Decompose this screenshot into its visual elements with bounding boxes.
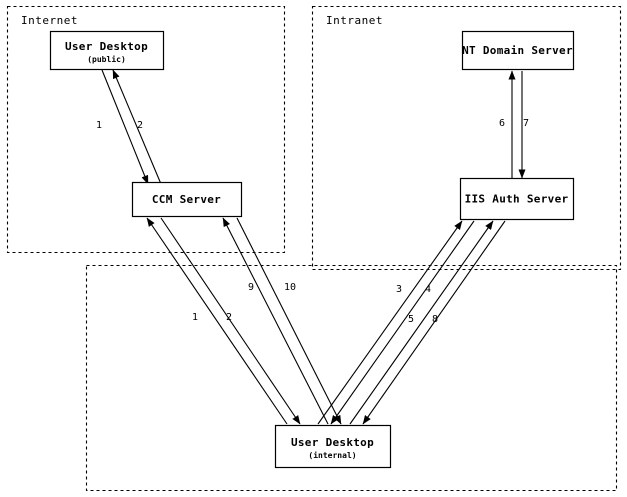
node-nt-domain-server[interactable]: NT Domain Server [461, 30, 575, 71]
step-label-flow-4: 4 [425, 284, 431, 295]
step-label-flow-1-public: 1 [96, 120, 102, 131]
step-label-flow-2-public: 2 [137, 120, 143, 131]
step-label-flow-9: 9 [248, 282, 254, 293]
node-box-nt-domain-server [461, 30, 575, 71]
zone-boundary-lan [85, 264, 618, 492]
step-label-flow-2-internal: 2 [226, 312, 232, 323]
flow-line-seg-1-internal [146, 217, 288, 425]
node-title-ccm-server: CCM Server [152, 193, 221, 206]
flow-line-seg-8 [362, 220, 506, 425]
step-label-flow-3: 3 [396, 284, 402, 295]
node-title-iis-auth-server: IIS Auth Server [465, 193, 569, 206]
step-label-flow-10: 10 [284, 282, 296, 293]
step-label-flow-1-internal: 1 [192, 312, 198, 323]
node-subtitle-user-desktop-public: (public) [87, 54, 126, 64]
node-title-nt-domain-server: NT Domain Server [462, 44, 573, 57]
zone-boundary-internet [6, 5, 286, 254]
step-label-flow-5: 5 [408, 314, 414, 325]
node-box-user-desktop-public [49, 30, 165, 71]
step-label-flow-6: 6 [499, 118, 505, 129]
node-user-desktop-public[interactable]: User Desktop(public) [49, 30, 165, 71]
flow-lines [101, 69, 526, 425]
zone-label-internet: Internet [21, 14, 78, 27]
node-box-ccm-server [131, 181, 243, 218]
step-number-labels: 1 2 1 2 3 4 5 8 6 7 9 10 [96, 118, 529, 325]
flow-line-seg-10 [236, 217, 342, 425]
node-box-user-desktop-internal [274, 424, 392, 469]
step-label-flow-8: 8 [432, 314, 438, 325]
node-box-iis-auth-server [459, 177, 575, 221]
node-title-user-desktop-public: User Desktop [65, 40, 148, 53]
flow-line-seg-1-public [101, 69, 149, 185]
flow-line-seg-3 [317, 220, 463, 425]
node-user-desktop-internal[interactable]: User Desktop(internal) [274, 424, 392, 469]
flow-line-seg-2-public [112, 69, 162, 185]
flow-line-seg-9 [222, 217, 329, 425]
zone-boundary-intranet [311, 5, 622, 271]
step-label-flow-7: 7 [523, 118, 529, 129]
flow-line-seg-4 [330, 220, 475, 425]
node-iis-auth-server[interactable]: IIS Auth Server [459, 177, 575, 221]
zone-label-intranet: Intranet [326, 14, 383, 27]
flow-line-seg-5 [349, 220, 494, 425]
zone-boundaries: Internet Intranet [6, 5, 622, 492]
node-title-user-desktop-internal: User Desktop [291, 436, 374, 449]
flow-line-seg-2-internal [160, 217, 301, 425]
node-subtitle-user-desktop-internal: (internal) [308, 450, 356, 460]
node-ccm-server[interactable]: CCM Server [131, 181, 243, 218]
